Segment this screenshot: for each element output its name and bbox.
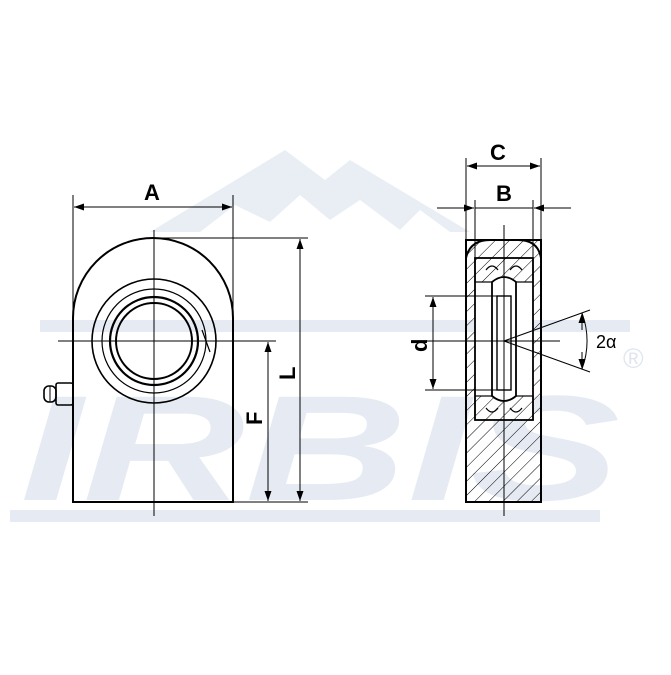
watermark-registered-mark: ® — [623, 343, 644, 374]
dimension-B — [437, 200, 571, 258]
label-A: A — [144, 180, 160, 205]
label-F: F — [242, 412, 267, 425]
dimension-d — [425, 295, 497, 391]
dimension-C — [465, 158, 542, 240]
label-B: B — [496, 181, 512, 206]
dimension-F — [233, 340, 276, 501]
front-view — [43, 230, 270, 516]
dimension-angle — [503, 309, 591, 373]
label-L: L — [275, 367, 300, 380]
watermark-mountains — [150, 150, 470, 232]
watermark-band-bottom — [10, 510, 600, 522]
seal-bottom — [485, 407, 523, 413]
label-angle: 2α — [596, 332, 616, 352]
label-C: C — [490, 140, 506, 165]
label-d: d — [407, 339, 432, 352]
grease-nipple-icon — [43, 382, 74, 406]
section-view — [420, 225, 560, 516]
seal-top — [485, 265, 523, 271]
dimension-L — [154, 237, 308, 503]
dimension-A — [72, 195, 234, 318]
